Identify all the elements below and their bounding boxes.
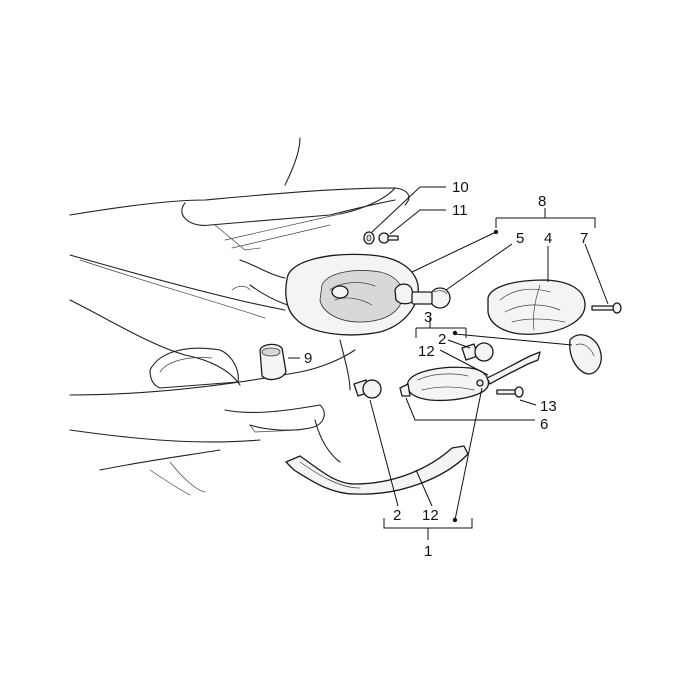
callout-4: 4 — [544, 230, 552, 247]
callout-10: 10 — [452, 179, 469, 196]
callout-5: 5 — [516, 230, 524, 247]
signal-lens-piece — [569, 334, 602, 375]
callout-6: 6 — [540, 416, 548, 433]
leader-lines — [288, 186, 609, 540]
screw-part-13 — [496, 386, 524, 398]
scooter-rear-body — [69, 137, 410, 496]
callout-7: 7 — [580, 230, 588, 247]
rear-light-housing — [285, 253, 419, 336]
front-turn-signal-part-6 — [399, 366, 490, 402]
callout-1: 1 — [424, 543, 432, 560]
leader-dot-3 — [452, 330, 458, 336]
callout-13: 13 — [540, 398, 557, 415]
callout-8: 8 — [538, 193, 546, 210]
leader-dot-5 — [493, 229, 499, 235]
cable-part-12-upper — [486, 351, 541, 385]
bulb-part-2-lower — [353, 379, 382, 399]
screw-part-7 — [591, 302, 622, 314]
bulb-part-2-upper — [461, 342, 494, 362]
callout-9: 9 — [304, 350, 312, 367]
rear-turn-signal-part-4 — [487, 279, 586, 335]
callout-3: 3 — [424, 309, 432, 326]
leader-dot-1 — [452, 517, 458, 523]
callout-2-upper: 2 — [438, 331, 446, 348]
callout-12-lower: 12 — [422, 507, 439, 524]
callout-12-upper: 12 — [418, 343, 435, 360]
callout-2-lower: 2 — [393, 507, 401, 524]
cable-part-12-lower — [285, 445, 469, 495]
nut-part-10 — [363, 231, 375, 245]
screw-part-11 — [378, 232, 399, 244]
grommet-part-9 — [259, 343, 287, 381]
bulb-part-5 — [411, 287, 451, 309]
callout-11: 11 — [452, 202, 468, 219]
